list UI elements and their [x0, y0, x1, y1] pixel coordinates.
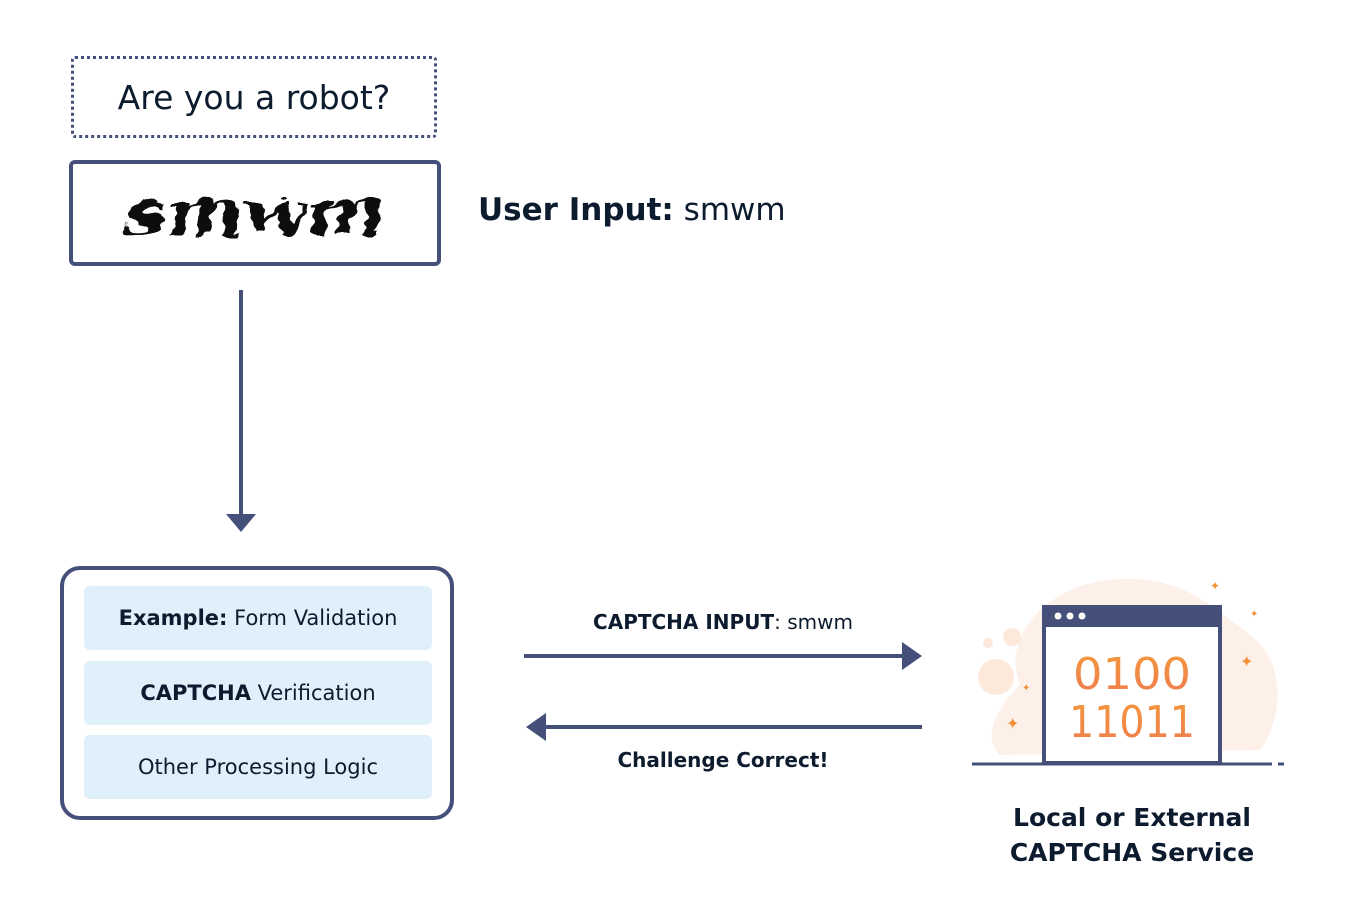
captcha-image-box: smwm — [69, 160, 441, 266]
sparkle-icon: ✦ — [1006, 714, 1019, 733]
browser-title-bar — [1044, 605, 1220, 627]
window-dot-icon — [1078, 612, 1086, 620]
left-arrow — [526, 713, 922, 741]
down-arrow — [226, 290, 256, 532]
step-other-processing: Other Processing Logic — [84, 735, 432, 799]
bubble-tiny — [983, 638, 993, 648]
captcha-service-illustration: ✦ ✦ ✦ ✦ ✦ 0100 11011 — [972, 579, 1290, 766]
right-arrow — [524, 642, 922, 670]
bubble-small — [1003, 628, 1021, 646]
sparkle-icon: ✦ — [1022, 683, 1030, 694]
service-label-line-2: CAPTCHA Service — [1009, 838, 1255, 867]
robot-prompt-text: Are you a robot? — [117, 77, 391, 117]
window-dot-icon — [1066, 612, 1074, 620]
request-arrow-text: : smwm — [774, 610, 853, 634]
window-dot-icon — [1054, 612, 1062, 620]
step-captcha-verification: CAPTCHA Verification — [84, 661, 432, 725]
captcha-text: smwm — [124, 173, 385, 251]
request-arrow-label: CAPTCHA INPUT: smwm — [524, 610, 922, 634]
user-input-key: User Input: — [478, 192, 674, 228]
user-input-label: User Input: smwm — [478, 192, 786, 228]
sparkle-icon: ✦ — [1240, 652, 1253, 671]
step-captcha-verification-bold: CAPTCHA — [140, 681, 251, 705]
bubble-large — [978, 659, 1014, 695]
step-form-validation: Example: Form Validation — [84, 586, 432, 650]
captcha-service-label: Local or External CAPTCHA Service — [982, 800, 1282, 870]
processing-box: Example: Form Validation CAPTCHA Verific… — [60, 566, 454, 820]
step-captcha-verification-text: Verification — [250, 681, 376, 705]
robot-prompt-box: Are you a robot? — [71, 56, 437, 138]
response-arrow-text: Challenge Correct! — [617, 748, 829, 772]
binary-line-2: 11011 — [1069, 697, 1195, 748]
binary-line-1: 0100 — [1073, 649, 1191, 700]
sparkle-icon: ✦ — [1250, 609, 1258, 620]
sparkle-icon: ✦ — [1210, 579, 1220, 593]
service-label-line-1: Local or External — [1013, 803, 1251, 832]
response-arrow-label: Challenge Correct! — [524, 748, 922, 772]
captcha-distorted-text: smwm — [124, 173, 385, 251]
step-form-validation-text: Form Validation — [227, 606, 398, 630]
browser-window — [1042, 605, 1222, 765]
step-other-processing-text: Other Processing Logic — [137, 755, 378, 779]
request-arrow-bold: CAPTCHA INPUT — [593, 610, 775, 634]
step-form-validation-bold: Example: — [118, 606, 228, 630]
user-input-value: smwm — [683, 192, 786, 228]
